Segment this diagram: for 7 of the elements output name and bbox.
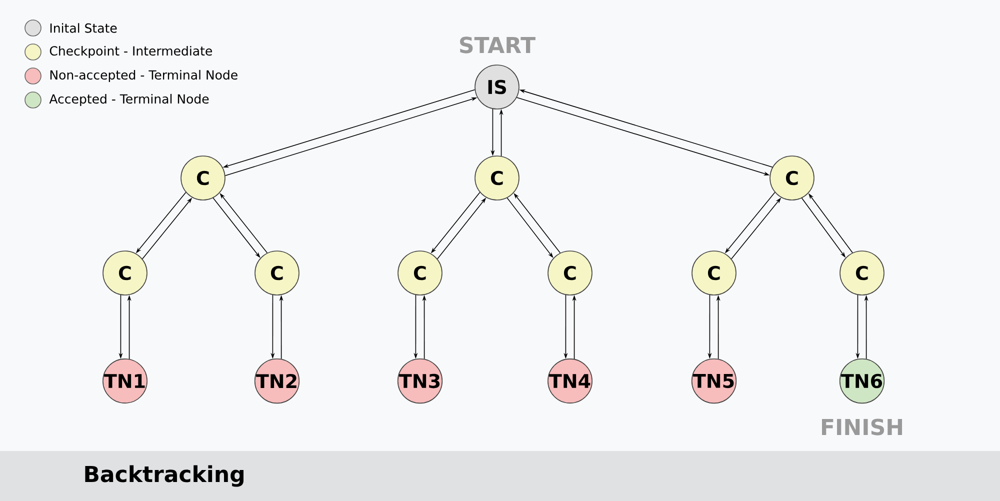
legend-text: Accepted - Terminal Node <box>49 94 209 106</box>
legend-text: Non-accepted - Terminal Node <box>50 70 238 82</box>
outlined-label: FINISH <box>822 418 902 436</box>
title-band: Backtracking <box>0 451 1000 501</box>
outlined-label: START <box>460 36 536 54</box>
legend-text: Inital State <box>50 23 117 33</box>
legend-text: Checkpoint - Intermediate <box>50 46 212 58</box>
